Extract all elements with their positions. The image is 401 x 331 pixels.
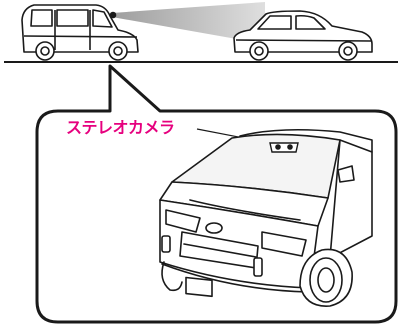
- stereo-camera-label: ステレオカメラ: [66, 118, 175, 137]
- camera-mount-dot: [109, 11, 117, 19]
- stereo-camera-icon: [269, 142, 299, 153]
- car-front-three-quarter-view: [159, 128, 373, 307]
- detection-beam: [112, 2, 265, 44]
- preceding-vehicle-side-view: [233, 10, 373, 61]
- own-vehicle-side-view: [21, 4, 139, 61]
